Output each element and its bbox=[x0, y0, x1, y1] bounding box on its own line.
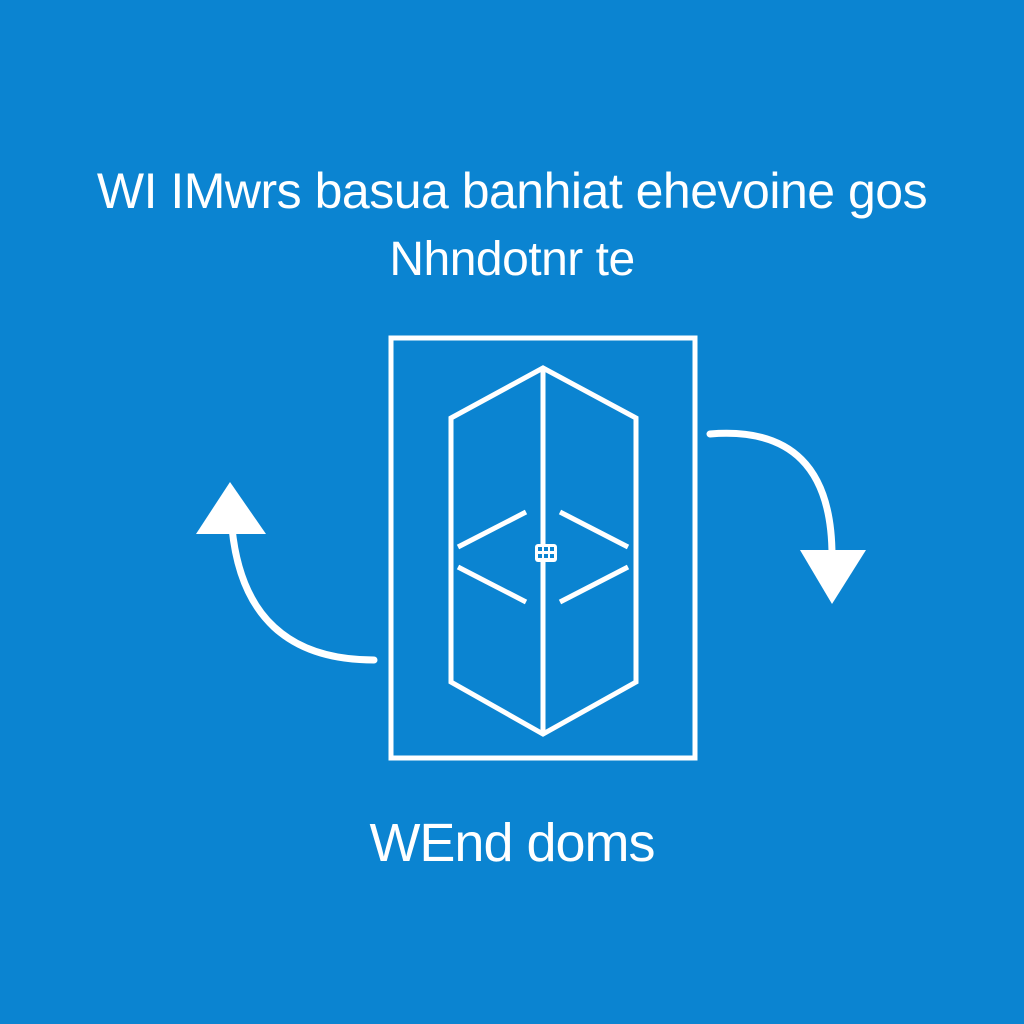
curved-arrow-up-icon bbox=[196, 482, 378, 664]
caption: WEnd doms bbox=[369, 813, 655, 873]
headline-line-2: Nhndotnr te bbox=[389, 233, 635, 286]
window-outer-frame bbox=[388, 335, 698, 761]
door-line-ul bbox=[456, 509, 528, 550]
headline-line-1: WI IMwrs basua banhiat ehevoine gos bbox=[96, 163, 928, 219]
door-handle-icon bbox=[535, 544, 557, 562]
curved-arrow-down-icon bbox=[706, 429, 866, 604]
door-line-ll bbox=[456, 564, 528, 605]
door-line-ur bbox=[558, 509, 630, 550]
door-line-lr bbox=[558, 564, 630, 605]
